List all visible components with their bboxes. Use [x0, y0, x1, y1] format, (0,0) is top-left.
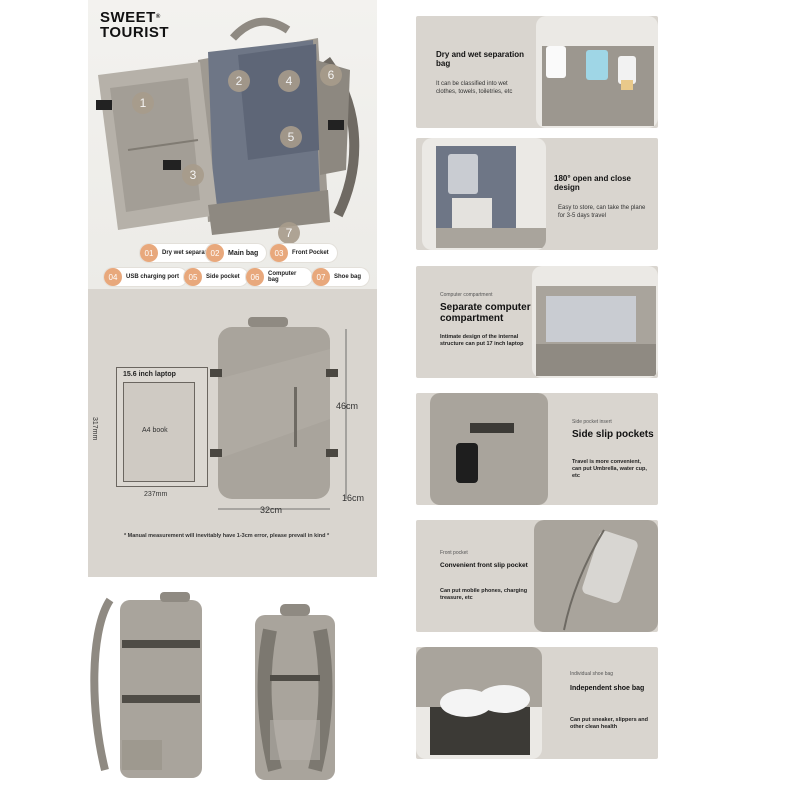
- legend-item: 06 Computer bag: [246, 268, 312, 286]
- feature-photo: [534, 520, 658, 632]
- feature-text: Side pocket insert Side slip pockets Tra…: [540, 393, 658, 505]
- open-backpack-image: [96, 17, 360, 235]
- hotspot-badge: 3: [182, 164, 204, 186]
- feature-title: Side slip pockets: [572, 429, 654, 440]
- brand-line1: SWEET: [100, 9, 156, 26]
- feature-text: Computer compartment Separate computer c…: [416, 266, 534, 378]
- feature-card: Computer compartment Separate computer c…: [416, 266, 658, 378]
- feature-desc: Can put sneaker, slippers and other clea…: [570, 717, 648, 730]
- feature-desc: Travel is more convenient, can put Umbre…: [572, 459, 647, 479]
- hotspot-badge: 5: [280, 126, 302, 148]
- front-pocket-phone-image: [534, 520, 658, 632]
- legend-item: 01 Dry wet separation: [140, 244, 224, 262]
- feature-card: 180° open and close design Easy to store…: [416, 138, 658, 250]
- shoe-bag-image: [416, 647, 542, 755]
- feature-card: Individual shoe bag Independent shoe bag…: [416, 647, 658, 759]
- hotspot-number: 2: [235, 74, 243, 88]
- legend-number: 06: [246, 268, 264, 286]
- hotspot-badge: 7: [278, 222, 300, 244]
- legend-number: 07: [312, 268, 330, 286]
- legend-number: 02: [206, 244, 224, 262]
- legend-label: Dry wet separation: [162, 250, 216, 256]
- legend-label: Main bag: [228, 249, 259, 257]
- hotspot-badge: 2: [228, 70, 250, 92]
- feature-desc: Intimate design of the internal structur…: [440, 334, 524, 347]
- outer-height-label: 46cm: [336, 401, 359, 411]
- feature-title: Separate computer compartment: [440, 302, 531, 324]
- inner-width-label: 237mm: [144, 491, 168, 498]
- feature-category: Front pocket: [440, 550, 468, 556]
- outer-width-label: 32cm: [260, 505, 283, 515]
- measurement-note: * Manual measurement will inevitably hav…: [124, 533, 330, 539]
- legend-item: 02 Main bag: [206, 244, 267, 262]
- laptop-outline: 15.6 inch laptop A4 book: [116, 367, 208, 487]
- feature-category: Individual shoe bag: [570, 671, 614, 677]
- legend-item: 05 Side pocket: [184, 268, 248, 286]
- feature-desc: It can be classified into wet clothes, t…: [436, 81, 513, 95]
- brand-mark: ®: [155, 14, 161, 20]
- feature-category: Side pocket insert: [572, 419, 612, 425]
- feature-text: Front pocket Convenient front slip pocke…: [416, 520, 534, 632]
- feature-title: Independent shoe bag: [570, 685, 645, 692]
- feature-title: 180° open and close design: [554, 174, 632, 192]
- feature-photo: [422, 138, 546, 250]
- feature-category: Computer compartment: [440, 292, 493, 298]
- legend-number: 04: [104, 268, 122, 286]
- feature-photo: [536, 16, 658, 128]
- legend-item: 07 Shoe bag: [312, 268, 370, 286]
- a4-label: A4 book: [142, 427, 168, 434]
- laptop-size-label: 15.6 inch laptop: [123, 371, 176, 378]
- brand-line2: TOURIST: [100, 24, 170, 41]
- hotspot-number: 7: [285, 226, 293, 240]
- backpack-side-image: [90, 592, 202, 778]
- side-pocket-image: [430, 393, 548, 505]
- feature-card: Dry and wet separation bag It can be cla…: [416, 16, 658, 128]
- feature-text: Individual shoe bag Independent shoe bag…: [540, 647, 658, 759]
- legend-label: USB charging port: [126, 274, 180, 280]
- hero-panel: SWEET® TOURIST 1 2 3 4 5 6 7 01 Dry wet …: [88, 0, 377, 289]
- feature-desc: Can put mobile phones, charging treasure…: [440, 588, 528, 601]
- a4-outline: A4 book: [123, 382, 195, 482]
- feature-desc: Easy to store, can take the plane for 3-…: [558, 205, 646, 219]
- feature-photo: [430, 393, 548, 505]
- backpack-front-image: [210, 317, 347, 510]
- feature-title: Convenient front slip pocket: [440, 562, 528, 569]
- feature-photo: [532, 266, 658, 378]
- legend-label: Shoe bag: [334, 274, 362, 280]
- laptop-compartment-image: [536, 286, 656, 376]
- legend-number: 01: [140, 244, 158, 262]
- feature-card: Side pocket insert Side slip pockets Tra…: [416, 393, 658, 505]
- legend-number: 05: [184, 268, 202, 286]
- legend-item: 04 USB charging port: [104, 268, 188, 286]
- legend-label: Side pocket: [206, 274, 240, 280]
- hotspot-number: 1: [139, 96, 147, 110]
- feature-title: Dry and wet separation bag: [436, 50, 525, 68]
- hotspot-badge: 6: [320, 64, 342, 86]
- hotspot-number: 3: [189, 168, 197, 182]
- depth-label: 16cm: [342, 493, 365, 503]
- hotspot-number: 4: [285, 74, 293, 88]
- feature-text: Dry and wet separation bag It can be cla…: [416, 16, 534, 128]
- brand-logo: SWEET® TOURIST: [100, 10, 180, 40]
- dimensions-panel: 15.6 inch laptop A4 book 317mm 237mm 46c…: [88, 289, 377, 577]
- hotspot-badge: 1: [132, 92, 154, 114]
- hotspot-number: 5: [287, 130, 295, 144]
- feature-text: 180° open and close design Easy to store…: [540, 138, 658, 250]
- legend-label: Computer bag: [268, 271, 297, 283]
- legend-item: 03 Front Pocket: [270, 244, 337, 262]
- feature-photo: [416, 647, 542, 759]
- hotspot-badge: 4: [278, 70, 300, 92]
- hotspot-number: 6: [327, 68, 335, 82]
- legend-label: Front Pocket: [292, 250, 329, 256]
- inner-height-label: 317mm: [91, 417, 98, 441]
- feature-card: Front pocket Convenient front slip pocke…: [416, 520, 658, 632]
- legend-number: 03: [270, 244, 288, 262]
- open-backpack-180-image: [436, 146, 546, 248]
- toiletries-bag-image: [542, 46, 654, 126]
- backpack-back-image: [255, 604, 335, 780]
